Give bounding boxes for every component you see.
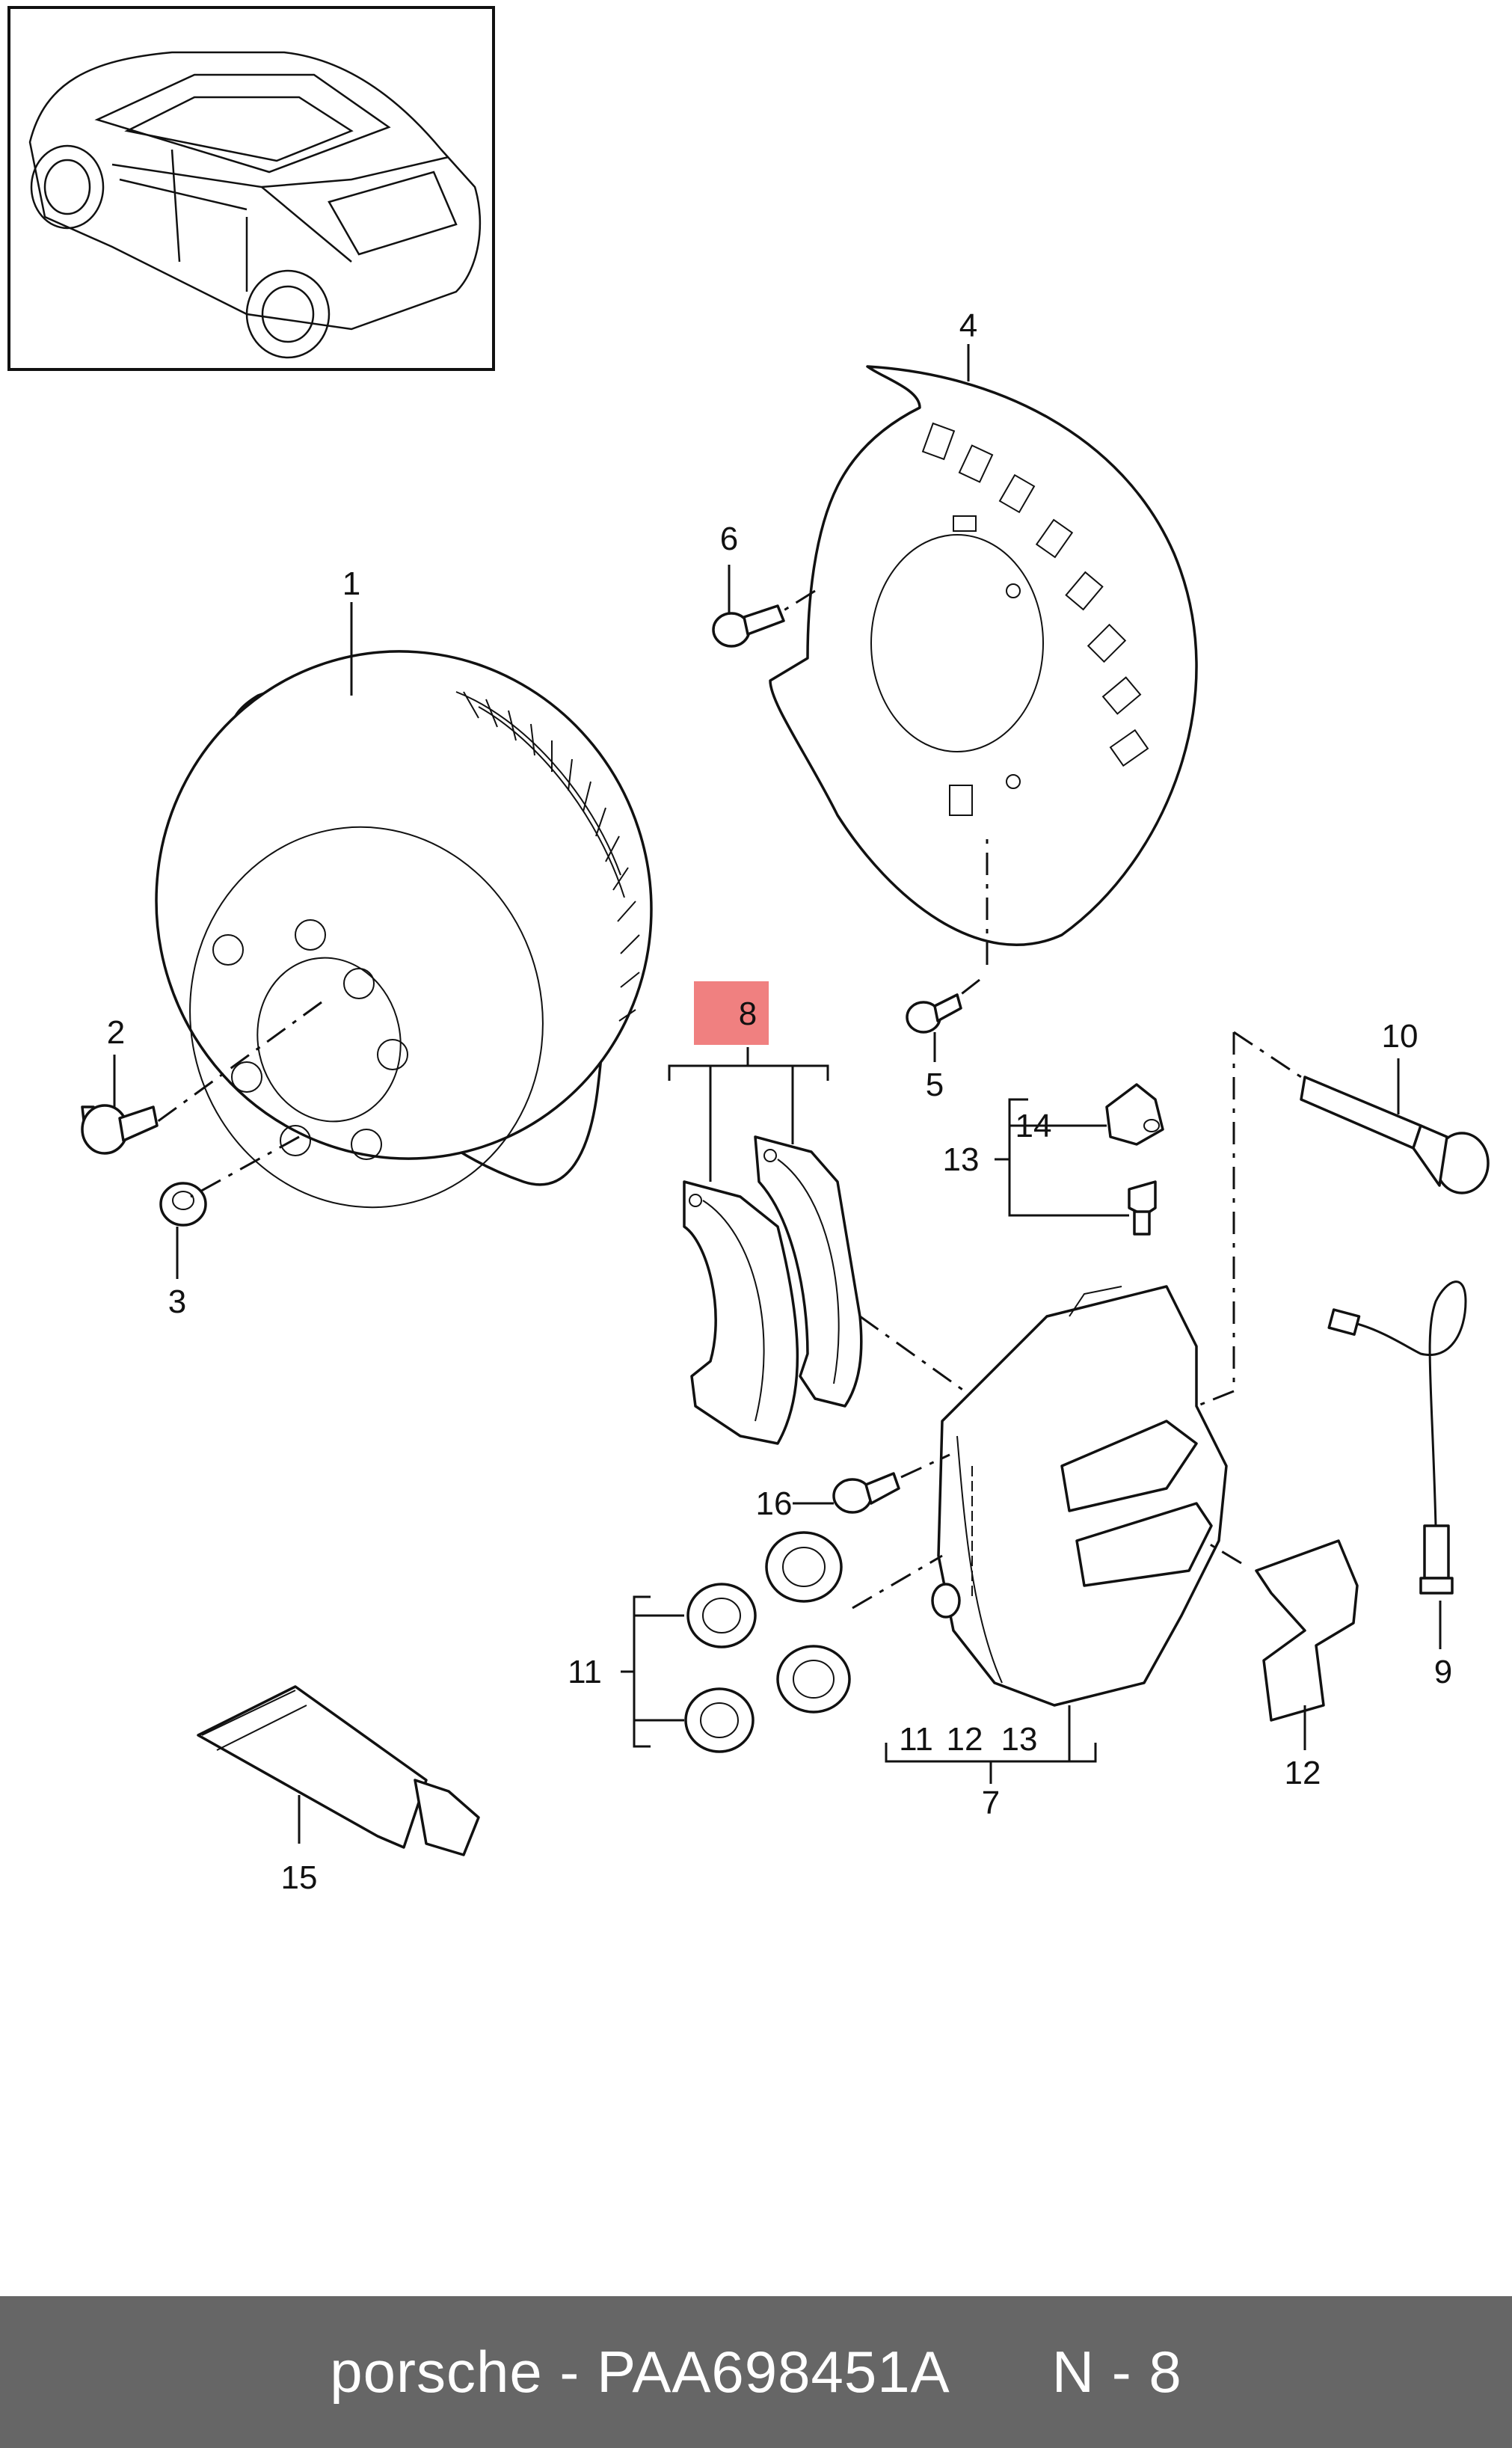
callout-4: 4 — [959, 307, 977, 344]
callout-7-sub-11: 11 — [899, 1721, 933, 1758]
callout-6: 6 — [720, 521, 738, 557]
callout-labels: 1 2 3 4 5 6 7 8 9 10 11 12 13 14 15 16 1… — [107, 307, 1452, 1896]
callout-10: 10 — [1382, 1018, 1419, 1055]
callout-2: 2 — [107, 1014, 125, 1051]
part-8-brake-pads — [683, 1135, 863, 1445]
part-16-bolt — [832, 1472, 900, 1514]
callout-12: 12 — [1285, 1755, 1321, 1791]
callout-7-sub-12: 12 — [947, 1721, 983, 1758]
part-3-bushing — [159, 1182, 207, 1227]
callout-8: 8 — [739, 996, 757, 1032]
callout-16: 16 — [756, 1485, 793, 1522]
part-6-screw — [712, 604, 785, 648]
footer-bar: porsche - PAA698451A N - 8 — [0, 2296, 1512, 2448]
part-1-brake-disc — [155, 650, 653, 1209]
leader-lines — [113, 344, 1442, 1844]
callout-1: 1 — [342, 565, 360, 602]
callout-14: 14 — [1015, 1108, 1052, 1144]
footer-gap — [950, 2338, 1052, 2406]
part-10-guide-bolt — [1300, 1076, 1490, 1194]
callout-11: 11 — [568, 1654, 602, 1690]
callout-13: 13 — [943, 1141, 980, 1178]
footer-position: N - 8 — [1051, 2339, 1182, 2405]
part-15-grease-tube — [197, 1685, 480, 1856]
footer-part-number: PAA698451A — [597, 2339, 950, 2405]
footer-separator: - — [542, 2339, 597, 2405]
part-9-wear-sensor — [1327, 1280, 1467, 1595]
callout-15: 15 — [281, 1859, 318, 1896]
part-13-bleeder-screw — [1128, 1180, 1157, 1236]
part-4-splash-shield — [769, 365, 1198, 946]
part-12-spring-clip — [1255, 1539, 1359, 1722]
part-14-bleeder-cap — [1105, 1083, 1164, 1146]
part-11-seals — [684, 1531, 851, 1753]
callout-7-sub-13: 13 — [1001, 1721, 1038, 1758]
part-2-wheel-bolt — [81, 1104, 159, 1155]
callout-3: 3 — [168, 1283, 186, 1320]
vehicle-thumbnail — [7, 6, 495, 371]
part-7-caliper — [931, 1285, 1228, 1707]
highlight-box — [694, 981, 769, 1045]
callout-5: 5 — [926, 1067, 944, 1103]
callout-7: 7 — [982, 1785, 1000, 1821]
exploded-parts-diagram: 1 2 3 4 5 6 7 8 9 10 11 12 13 14 15 16 1… — [7, 6, 1490, 1896]
footer-brand: porsche — [330, 2339, 543, 2405]
part-5-screw — [906, 993, 962, 1034]
callout-9: 9 — [1434, 1654, 1452, 1690]
